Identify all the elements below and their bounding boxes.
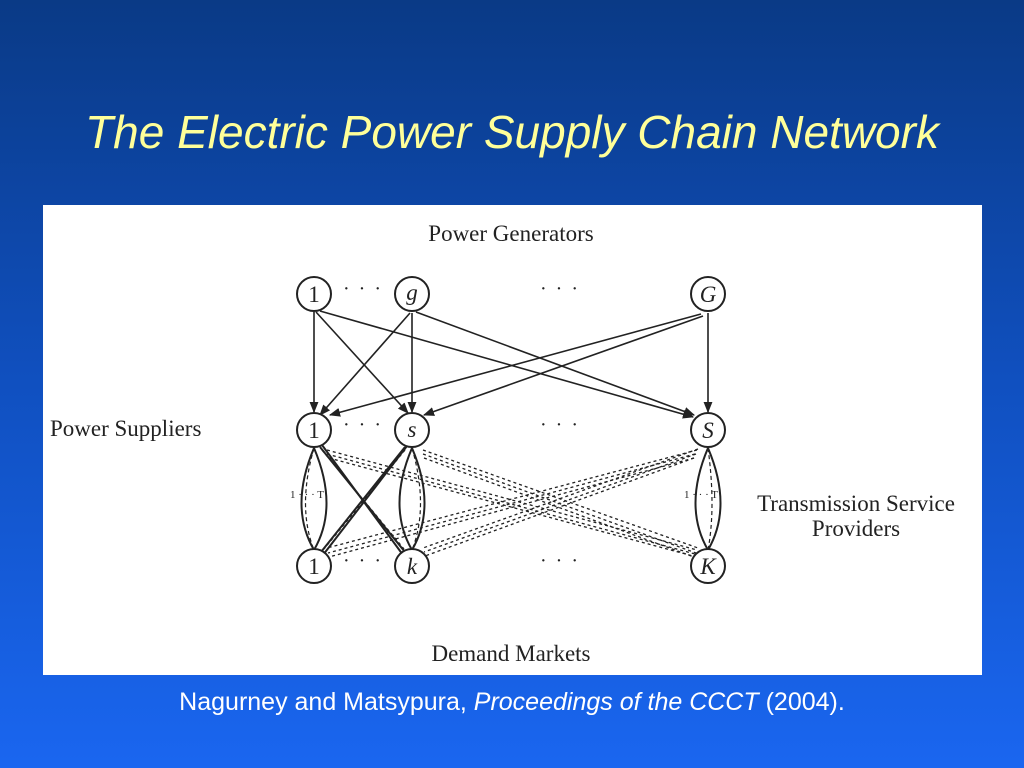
transmission-mode-curves (300, 447, 722, 551)
tier-label-transmission-line2: Providers (812, 516, 900, 541)
dotted-link-7 (326, 449, 698, 549)
market-node-k-label: k (407, 554, 418, 579)
mode-curve-4 (398, 447, 413, 551)
supplier-node-s-label: s (408, 417, 417, 442)
ellipsis-gen-right: · · · (540, 278, 580, 300)
mode-curve-8 (707, 447, 722, 551)
mode-curve-3 (304, 447, 315, 551)
link-gG-s1 (328, 313, 702, 417)
link-g1-ss (315, 311, 409, 414)
link-gG-ss (422, 315, 704, 416)
ellipsis-gen-left: · · · (343, 278, 383, 300)
mode-curve-9 (707, 447, 713, 551)
citation-venue: Proceedings of the CCCT (473, 688, 759, 716)
mode-curve-5 (411, 447, 426, 551)
market-node-K: K (690, 548, 726, 584)
market-node-K-label: K (699, 554, 717, 579)
dotted-link-11 (423, 453, 697, 553)
generator-node-g-label: g (406, 280, 418, 305)
link-g1-sS (319, 310, 695, 419)
ellipsis-mkt-left: · · · (343, 550, 383, 572)
dotted-link-8 (327, 453, 696, 554)
market-node-1: 1 (296, 548, 332, 584)
ellipsis-mkt-right: · · · (540, 550, 580, 572)
mode-curve-7 (694, 447, 709, 551)
dotted-link-3 (328, 457, 694, 557)
generator-node-G-label: G (700, 282, 717, 307)
generator-node-G: G (690, 276, 726, 312)
generator-supplier-links (309, 310, 713, 419)
link-gg-s1 (319, 312, 411, 416)
supplier-node-S: S (690, 412, 726, 448)
supplier-node-1: 1 (296, 412, 332, 448)
dotted-transmission-links (321, 448, 699, 558)
ellipsis-sup-right: · · · (540, 414, 580, 436)
solid-link-3 (320, 446, 406, 553)
generator-node-1: 1 (296, 276, 332, 312)
tier-label-power-suppliers: Power Suppliers (50, 416, 201, 441)
citation-authors: Nagurney and Matsypura, (179, 688, 474, 716)
network-diagram: Power Generators Power Suppliers Transmi… (43, 205, 982, 675)
dotted-link-1 (326, 449, 698, 551)
mode-label-2: 1 · · · T (684, 489, 718, 501)
supplier-node-1-label: 1 (308, 418, 320, 443)
generator-node-g: g (394, 276, 430, 312)
mode-curve-1 (300, 447, 315, 551)
slide-title: The Electric Power Supply Chain Network (85, 106, 939, 158)
supplier-node-S-label: S (702, 418, 714, 443)
market-node-1-label: 1 (308, 554, 320, 579)
dotted-link-10 (422, 448, 699, 549)
ellipsis-sup-left: · · · (343, 414, 383, 436)
tier-label-power-generators: Power Generators (428, 221, 593, 246)
citation-year: (2004). (758, 688, 845, 716)
network-diagram-svg: Power Generators Power Suppliers Transmi… (50, 221, 955, 666)
link-gg-sS (415, 311, 696, 416)
tier-label-demand-markets: Demand Markets (431, 641, 590, 666)
mode-curve-6 (411, 447, 422, 551)
tier-label-transmission-line1: Transmission Service (757, 491, 955, 516)
mode-label-1: 1 · · · T (290, 489, 324, 501)
generator-node-1-label: 1 (308, 282, 320, 307)
supplier-node-s: s (394, 412, 430, 448)
citation: Nagurney and Matsypura, Proceedings of t… (0, 688, 1024, 717)
market-node-k: k (394, 548, 430, 584)
mode-curve-2 (313, 447, 328, 551)
